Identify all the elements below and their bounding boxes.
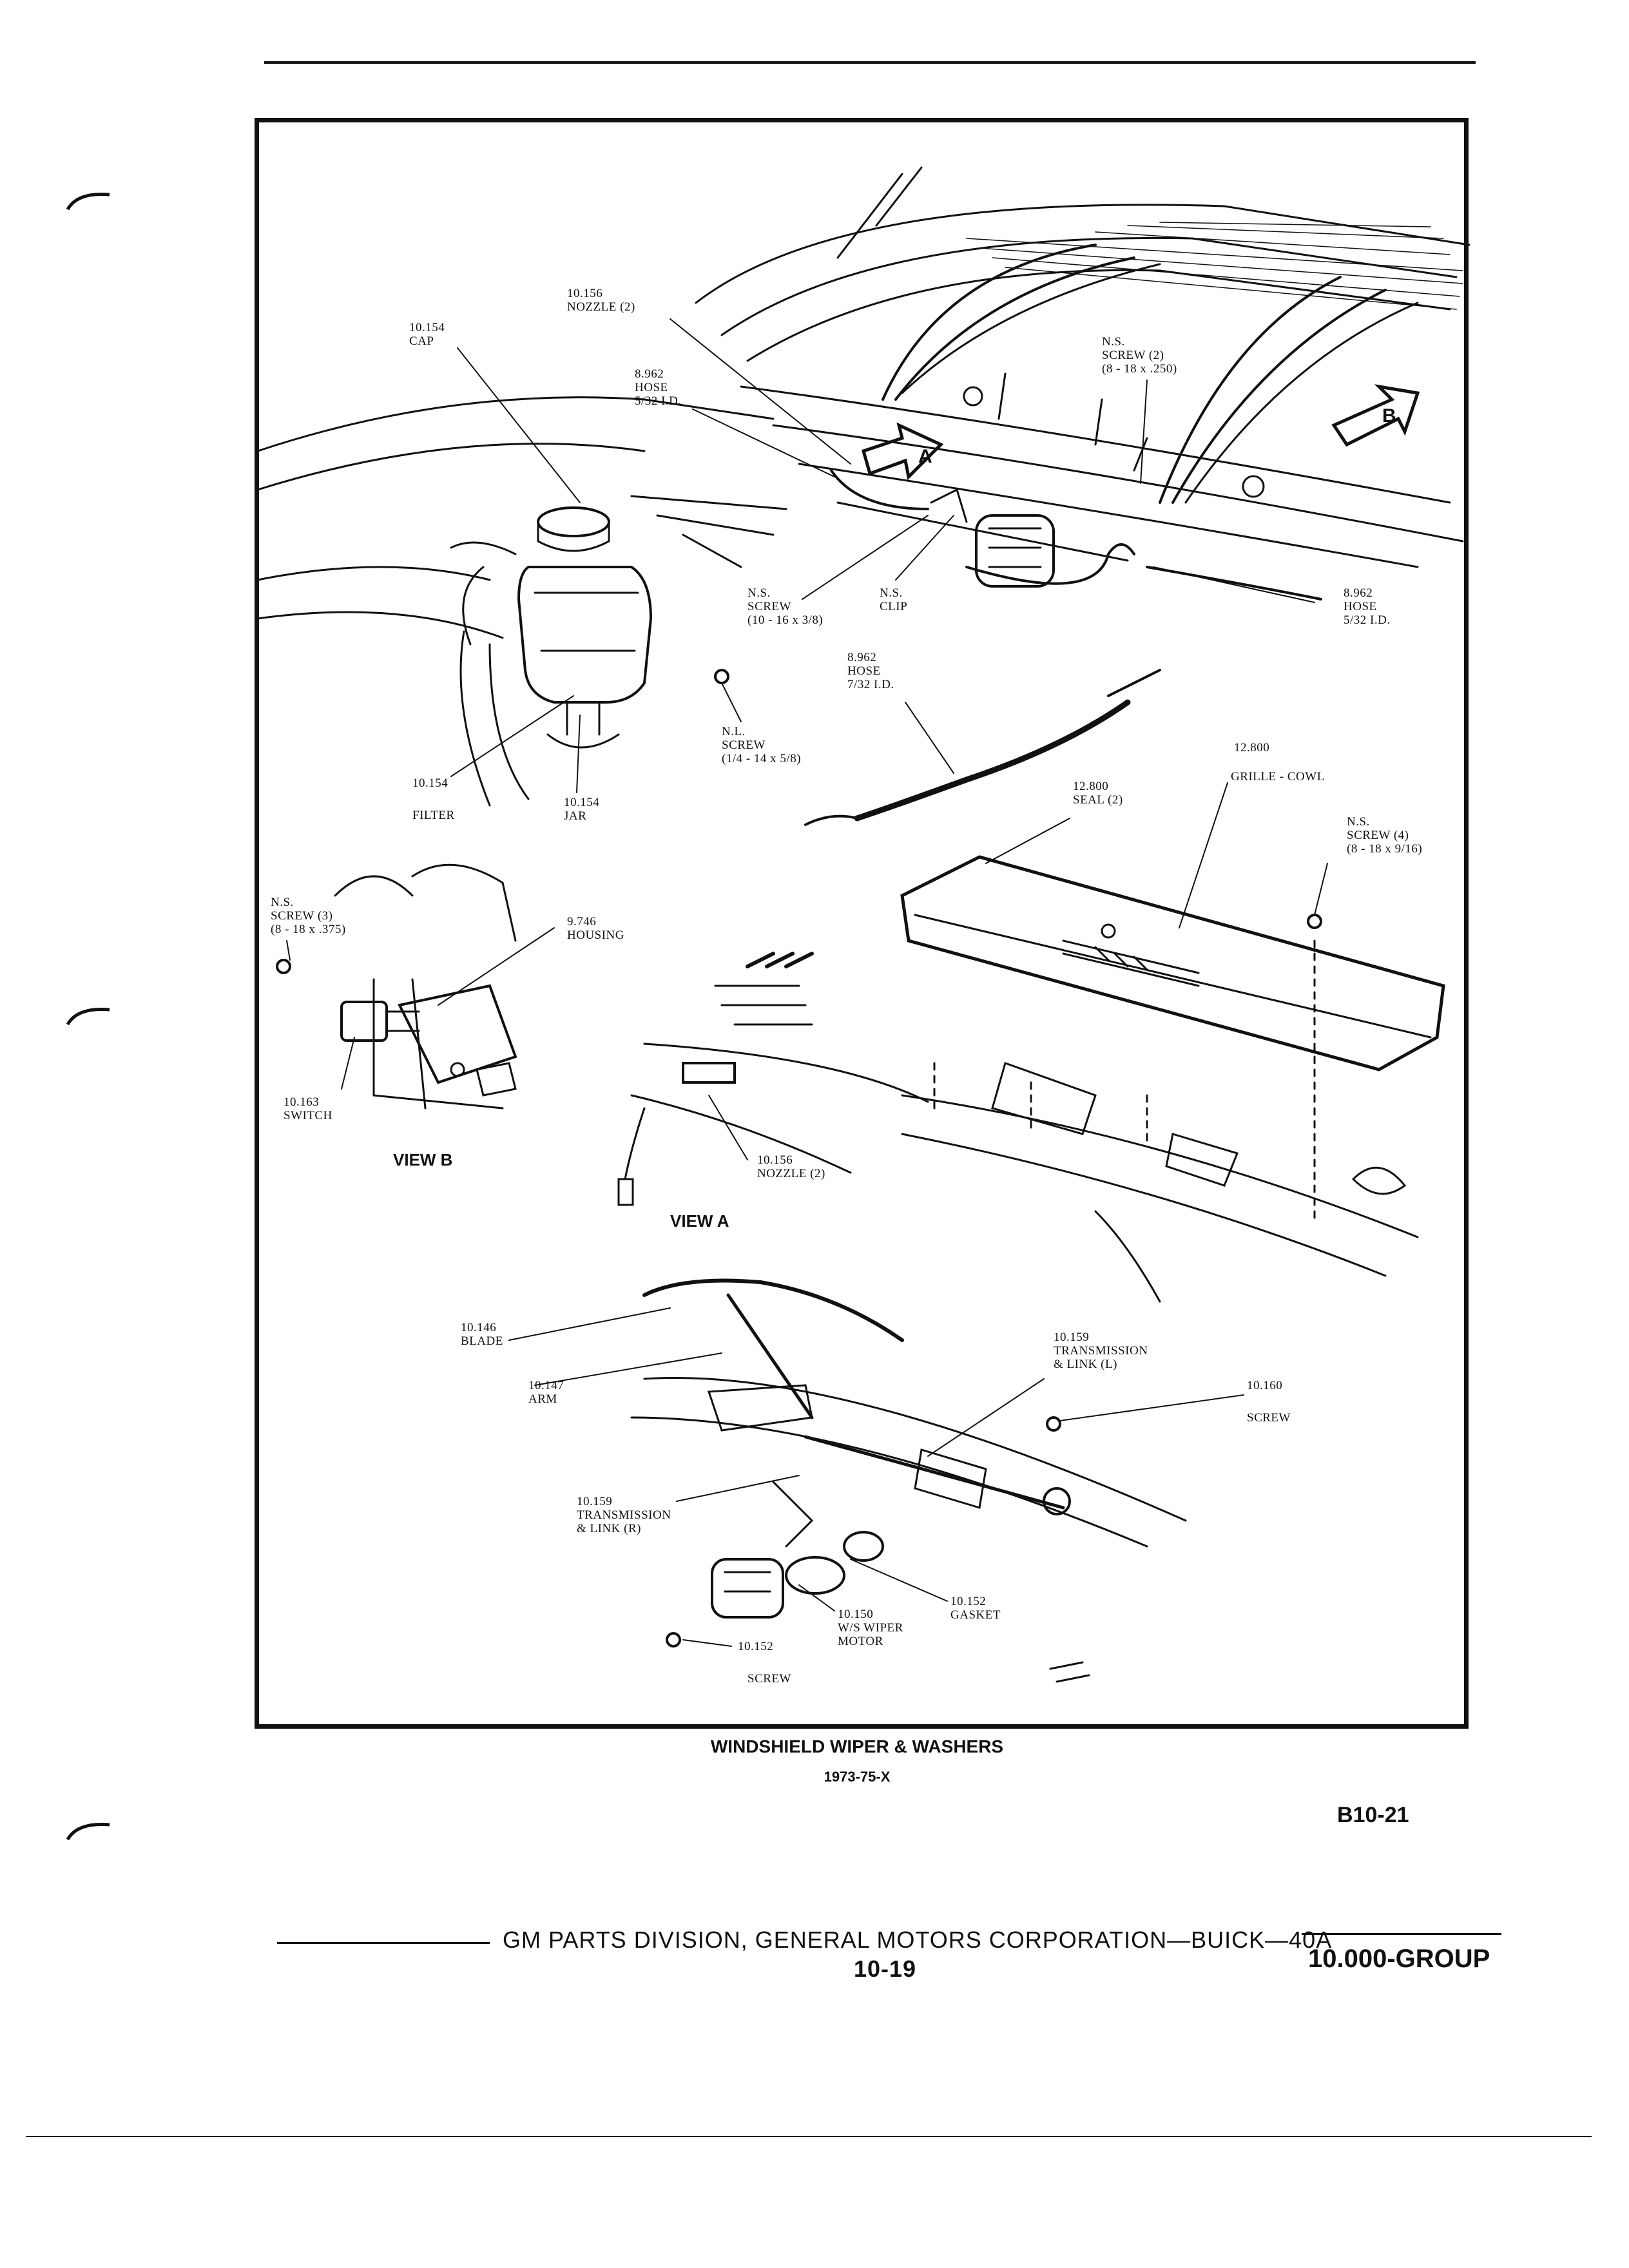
label-clip: N.S. CLIP: [880, 586, 908, 613]
punch-mark-2: [66, 1007, 110, 1026]
footer-group: 10.000-GROUP: [1308, 1945, 1490, 1973]
view-a-illustration: [617, 952, 929, 1206]
callout-a: A: [918, 446, 932, 467]
label-screw-152-number: 10.152: [738, 1640, 774, 1653]
grille-cowl-illustration: [900, 855, 1445, 1303]
label-jar: 10.154 JAR: [564, 796, 600, 823]
label-filter-number: 10.154: [412, 776, 448, 790]
label-screw-152: SCREW: [747, 1672, 791, 1686]
label-transmission-left: 10.159 TRANSMISSION & LINK (L): [1054, 1331, 1148, 1371]
label-screw-375: N.S. SCREW (3) (8 - 18 x .375): [271, 896, 346, 936]
callout-b: B: [1382, 405, 1396, 427]
page-code: B10-21: [1337, 1803, 1409, 1827]
windshield-cowl-illustration: [695, 166, 1470, 826]
label-blade: 10.146 BLADE: [461, 1321, 503, 1348]
label-screw-9-16: N.S. SCREW (4) (8 - 18 x 9/16): [1347, 815, 1423, 856]
label-hose-7-32: 8.962 HOSE 7/32 I.D.: [847, 651, 894, 691]
label-nozzle-view-a: 10.156 NOZZLE (2): [757, 1153, 825, 1180]
label-grille-cowl: GRILLE - COWL: [1231, 770, 1325, 783]
footer-page-number: 10-19: [854, 1956, 917, 1982]
label-screw-160-number: 10.160: [1247, 1379, 1283, 1392]
leader-lines: [286, 318, 1328, 1647]
label-screw-250: N.S. SCREW (2) (8 - 18 x .250): [1102, 335, 1177, 376]
label-transmission-right: 10.159 TRANSMISSION & LINK (R): [577, 1495, 671, 1535]
footer-division: GM PARTS DIVISION, GENERAL MOTORS CORPOR…: [503, 1927, 1333, 1953]
top-rule: [264, 61, 1476, 64]
diagram-frame: [255, 118, 1469, 1729]
label-screw-3-8: N.S. SCREW (10 - 16 x 3/8): [747, 586, 824, 627]
view-a-title: VIEW A: [670, 1211, 729, 1231]
diagram-title: WINDSHIELD WIPER & WASHERS: [710, 1736, 1004, 1756]
label-wiper-motor: 10.150 W/S WIPER MOTOR: [838, 1608, 903, 1648]
wiper-motor-illustration: [630, 1278, 1187, 1683]
label-nl-screw: N.L. SCREW (1/4 - 14 x 5/8): [722, 725, 802, 765]
punch-mark-3: [66, 1822, 110, 1841]
washer-jar-illustration: [256, 396, 787, 807]
label-hose-5-32-right: 8.962 HOSE 5/32 I.D.: [1344, 586, 1391, 627]
view-b-title: VIEW B: [393, 1150, 453, 1169]
label-switch: 10.163 SWITCH: [284, 1095, 333, 1122]
bottom-rule: [26, 2136, 1592, 2137]
label-seal: 12.800 SEAL (2): [1073, 780, 1123, 807]
label-filter: FILTER: [412, 809, 455, 822]
label-grille-number: 12.800: [1234, 741, 1270, 754]
label-gasket: 10.152 GASKET: [950, 1595, 1001, 1622]
label-arm: 10.147 ARM: [528, 1379, 564, 1406]
label-hose-5-32-left: 8.962 HOSE 5/32 I.D.: [635, 367, 682, 408]
label-screw-160: SCREW: [1247, 1411, 1291, 1425]
footer-rule-left: [277, 1942, 490, 1944]
label-housing: 9.746 HOUSING: [567, 915, 624, 942]
footer-rule-right: [1302, 1933, 1501, 1935]
label-nozzle: 10.156 NOZZLE (2): [567, 287, 635, 314]
label-cap: 10.154 CAP: [409, 321, 445, 348]
model-years: 1973-75-X: [824, 1769, 891, 1785]
punch-mark-1: [66, 192, 110, 211]
view-b-illustration: [276, 863, 517, 1110]
